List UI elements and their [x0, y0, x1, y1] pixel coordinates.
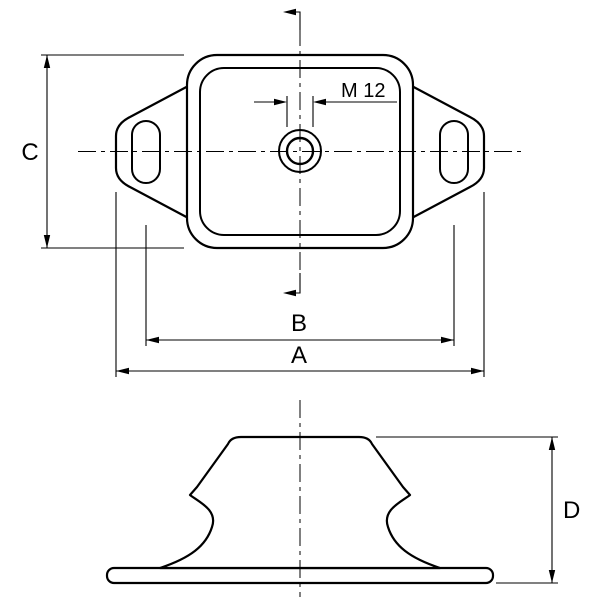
side-view: D [105, 400, 580, 597]
center-hole-outer [278, 129, 322, 173]
section-arrow-top [283, 8, 301, 30]
dim-a: A [115, 192, 485, 377]
center-hole-thread [285, 136, 315, 166]
dim-c: C [21, 54, 184, 249]
dim-thread: M 12 [254, 80, 397, 127]
dim-b-label: B [291, 310, 307, 337]
dim-d-label: D [563, 497, 580, 524]
section-arrow-bottom [283, 273, 301, 297]
dim-c-label: C [21, 139, 38, 166]
dim-d: D [376, 436, 580, 584]
top-view: M 12 C B A [21, 8, 522, 377]
dim-a-label: A [291, 342, 307, 369]
dim-b: B [145, 225, 455, 346]
thread-size-label: M 12 [341, 80, 385, 102]
